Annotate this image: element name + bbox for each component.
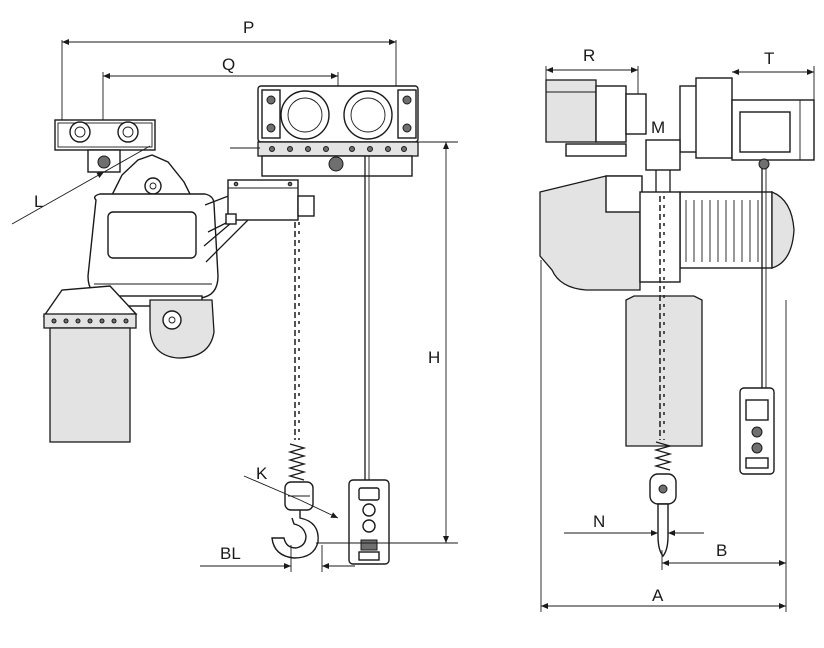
hook-mount-side bbox=[149, 299, 215, 359]
front-view: R T M bbox=[539, 46, 815, 612]
label-k: K bbox=[256, 464, 268, 483]
label-h: H bbox=[428, 348, 440, 367]
dimension-l: L bbox=[11, 145, 151, 225]
bag-rivets bbox=[51, 318, 129, 324]
trolley-rivets bbox=[269, 146, 407, 152]
label-l: L bbox=[34, 192, 43, 211]
chain-spring-side bbox=[287, 443, 307, 481]
pendant-control-front bbox=[739, 387, 775, 475]
front-hanger bbox=[645, 139, 681, 196]
dimension-h: H bbox=[316, 141, 458, 544]
load-chain-side bbox=[294, 222, 300, 440]
label-m: M bbox=[651, 118, 665, 137]
cooling-fins bbox=[685, 200, 759, 262]
label-n: N bbox=[593, 512, 605, 531]
pendant-control-side bbox=[348, 479, 390, 565]
hoist-body-side bbox=[87, 154, 219, 307]
dimension-a: A bbox=[540, 260, 786, 612]
dimension-n: N bbox=[564, 512, 704, 536]
dimension-bl: BL bbox=[200, 544, 355, 572]
hook-block-side bbox=[271, 481, 319, 559]
chain-bag-side bbox=[42, 285, 138, 443]
side-view: P Q L bbox=[11, 18, 458, 572]
label-a: A bbox=[652, 586, 664, 605]
hoist-housing-front bbox=[539, 175, 795, 291]
label-b: B bbox=[716, 541, 727, 560]
dimension-b: B bbox=[661, 300, 787, 612]
label-t: T bbox=[764, 49, 774, 68]
label-q: Q bbox=[222, 55, 235, 74]
front-right-gear bbox=[679, 77, 815, 170]
chain-bag-front bbox=[625, 295, 703, 447]
control-box-side bbox=[225, 179, 315, 225]
left-trolley bbox=[54, 119, 156, 173]
dimension-t: T bbox=[732, 49, 815, 104]
label-bl: BL bbox=[220, 544, 241, 563]
label-p: P bbox=[243, 18, 254, 37]
electric-trolley-side bbox=[230, 85, 419, 177]
dimension-p: P bbox=[61, 18, 397, 122]
hook-front bbox=[649, 473, 677, 558]
label-r: R bbox=[583, 46, 595, 65]
load-chain-front bbox=[653, 196, 673, 471]
dimension-k: K bbox=[243, 464, 339, 519]
front-left-motor bbox=[545, 79, 647, 157]
